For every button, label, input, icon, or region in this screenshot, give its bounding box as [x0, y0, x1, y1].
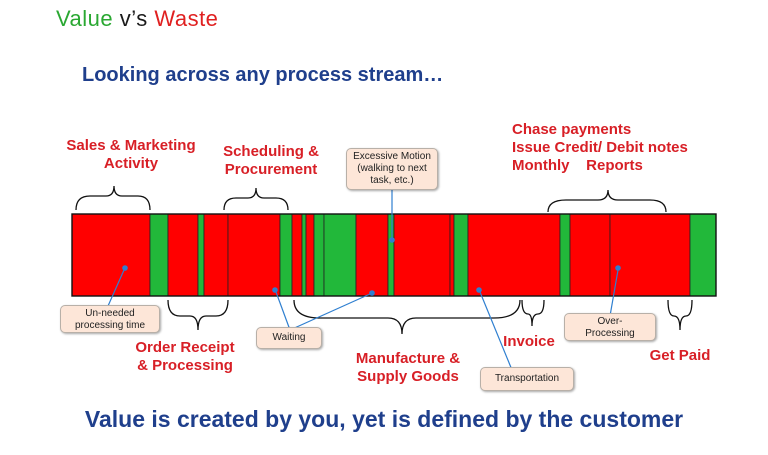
braces [75, 185, 693, 335]
slide-title: Value v’s Waste [56, 6, 218, 32]
stream-segment-value [279, 213, 293, 297]
stream-segment-waste [291, 213, 303, 297]
stream-segment-waste [449, 213, 455, 297]
stream-segment-waste [355, 213, 389, 297]
stream-segment-value [387, 213, 395, 297]
title-waste: Waste [154, 6, 219, 31]
label-chase-payments: Chase payments Issue Credit/ Debit notes… [512, 121, 688, 174]
stream-segment-waste [393, 213, 451, 297]
label-order-receipt: Order Receipt & Processing [135, 339, 235, 374]
brace-order [167, 299, 229, 331]
stream-segment-value [323, 213, 357, 297]
brace-scheduling [223, 187, 289, 211]
brace-sales [75, 185, 151, 211]
brace-invoice [521, 299, 545, 327]
label-sales-marketing: Sales & Marketing Activity [66, 137, 196, 172]
stream-segment-value [453, 213, 469, 297]
stream-segment-waste [569, 213, 611, 297]
stream-segment-value [313, 213, 325, 297]
stream-segment-waste [305, 213, 315, 297]
stream-outline [71, 213, 717, 297]
brace-chase [547, 189, 667, 213]
brace-manufacture [293, 299, 521, 335]
stream-segment-value [559, 213, 571, 297]
stream-segment-waste [227, 213, 281, 297]
stream-segment-value [197, 213, 205, 297]
pointer-lines [107, 190, 621, 371]
slide-subtitle: Looking across any process stream… [82, 64, 444, 86]
label-manufacture: Manufacture & Supply Goods [355, 350, 461, 385]
callout-unneeded-processing: Un-needed processing time [60, 305, 160, 333]
stream-segment-waste [167, 213, 199, 297]
label-get-paid: Get Paid [649, 347, 711, 364]
label-scheduling: Scheduling & Procurement [223, 143, 319, 178]
title-value: Value [56, 6, 114, 31]
brace-get-paid [667, 299, 693, 331]
title-vs: v’s [119, 6, 148, 31]
stream-segment-value [689, 213, 717, 297]
callout-over-processing: Over- Processing [564, 313, 656, 341]
process-stream-bar [71, 213, 717, 297]
callout-waiting: Waiting [256, 327, 322, 349]
stream-segment-waste [71, 213, 151, 297]
stream-segment-waste [467, 213, 561, 297]
slide-footer: Value is created by you, yet is defined … [84, 406, 684, 432]
label-invoice: Invoice [503, 333, 555, 350]
stream-segment-value [149, 213, 169, 297]
stream-segment-waste [609, 213, 691, 297]
stream-segment-value [301, 213, 307, 297]
callout-transportation: Transportation [480, 367, 574, 391]
callout-excessive-motion: Excessive Motion (walking to next task, … [346, 148, 438, 190]
stream-segment-waste [203, 213, 229, 297]
